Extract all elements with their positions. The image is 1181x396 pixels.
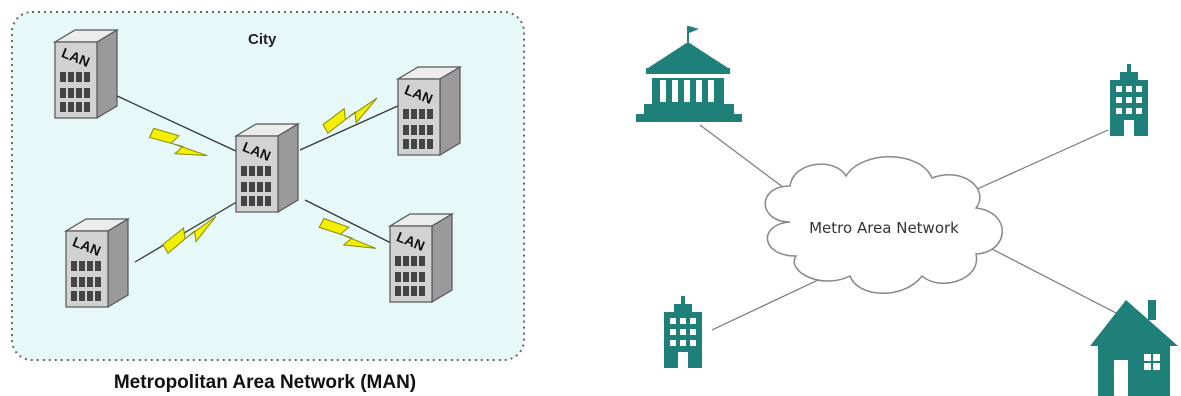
lan-server-top-left: LAN [54, 29, 118, 119]
office-building-icon [664, 296, 702, 368]
lan-server-top-right: LAN [397, 66, 461, 156]
city-label: City [248, 31, 277, 48]
lan-links [114, 94, 401, 263]
office-building-icon [1110, 64, 1148, 136]
government-building-icon [636, 26, 742, 122]
lan-server-bottom-left: LAN [65, 218, 129, 308]
cloud-icon [764, 156, 1003, 294]
lan-server-bottom-right: LAN [389, 213, 453, 303]
house-icon [1090, 300, 1178, 396]
man-caption: Metropolitan Area Network (MAN) [114, 372, 416, 393]
lan-server-center: LAN [235, 123, 299, 213]
cloud-label: Metro Area Network [809, 219, 959, 237]
